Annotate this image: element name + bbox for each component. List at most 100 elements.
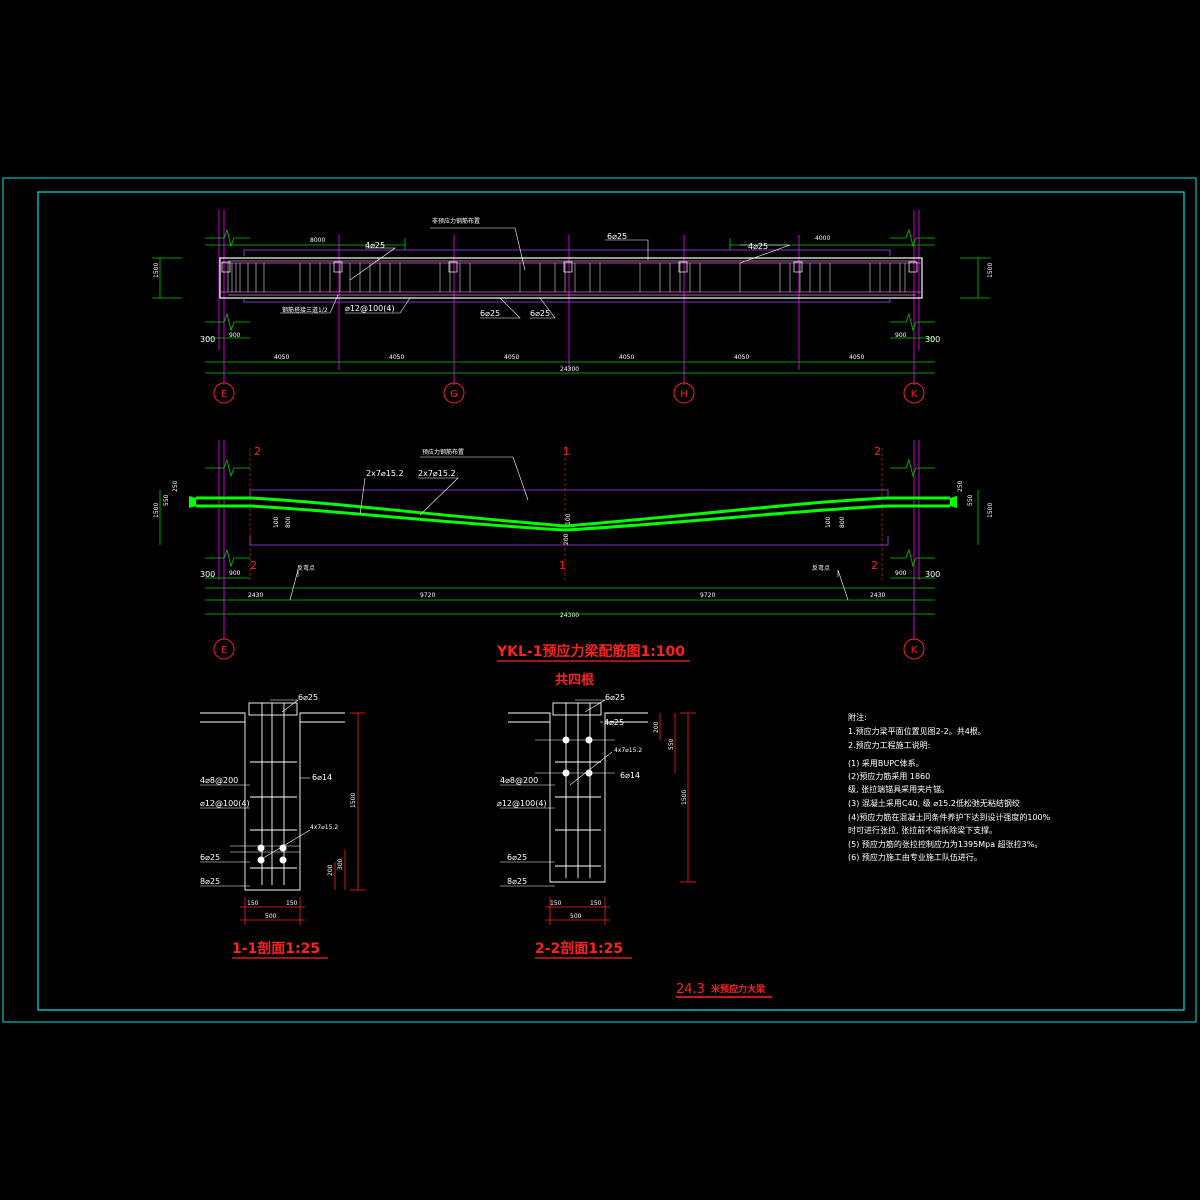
sec1-width-dim-3: 500 <box>265 913 277 920</box>
profile-cable-label-1: 2x7⌀15.2 <box>366 469 404 478</box>
profile-seg-dim-2: 9720 <box>420 592 435 599</box>
sec2-width-dim-3: 500 <box>570 913 582 920</box>
profile-inflect-dim-1: 100 <box>273 516 280 528</box>
note-line-1: 1.预应力梁平面位置见图2-2。共4根。 <box>848 726 986 736</box>
profile-end-dim-2: 900 <box>229 570 241 577</box>
elev-bay-dim-1: 4050 <box>274 354 289 361</box>
elev-bay-dim-6: 4050 <box>849 354 864 361</box>
sec1-low-dim-1: 300 <box>337 858 344 870</box>
elev-label-b: 钢筋搭接三道1/2 <box>282 306 328 314</box>
profile-inflect-dim-3: 100 <box>825 516 832 528</box>
profile-total-dim: 24300 <box>560 612 579 619</box>
sec2-bottom-bars-2: 8⌀25 <box>507 877 527 886</box>
profile-mid-dim-2: 100 <box>565 513 572 525</box>
elev-bay-dim-2: 4050 <box>389 354 404 361</box>
beam-elevation: 1500 1500 8000 4000 4⌀25 4⌀25 6⌀25 非预应力钢… <box>152 210 994 385</box>
grid-axes-bottom: E K <box>213 638 925 660</box>
sec2-tendon: 4x7⌀15.2 <box>614 747 642 754</box>
elev-end-dim-1: 300 <box>200 335 215 344</box>
sec1-bottom-bars-1: 6⌀25 <box>200 853 220 862</box>
notes-block: 附注: 1.预应力梁平面位置见图2-2。共4根。 2.预应力工程施工说明: (1… <box>848 712 1051 862</box>
note-line-7: (4)预应力筋在混凝土同条件养护下达到设计强度的100% <box>848 812 1051 822</box>
note-line-0: 附注: <box>848 712 867 722</box>
note-line-4: (2)预应力筋采用 1860 <box>848 771 930 781</box>
note-line-10: (6) 预应力施工由专业施工队伍进行。 <box>848 852 982 862</box>
profile-left-dim-1: 250 <box>172 480 179 492</box>
axis-label-k-bottom: K <box>911 645 918 656</box>
profile-mid-dim-1: 200 <box>563 533 570 545</box>
note-line-2: 2.预应力工程施工说明: <box>848 740 930 750</box>
profile-right-dim-1: 250 <box>957 480 964 492</box>
profile-end-dim-1: 300 <box>200 570 215 579</box>
sec1-bottom-bars-2: 8⌀25 <box>200 877 220 886</box>
profile-end-dim-4: 300 <box>925 570 940 579</box>
note-line-5: 级, 张拉端锚具采用夹片锚。 <box>848 784 949 794</box>
elev-end-dim-2: 900 <box>229 332 241 339</box>
elev-bay-dim-5: 4050 <box>734 354 749 361</box>
sec1-top-bars: 6⌀25 <box>298 693 318 702</box>
elev-zone-dim-right: 4000 <box>815 235 830 242</box>
sec2-height-dim: 1500 <box>681 790 688 805</box>
profile-seg-dim-3: 9720 <box>700 592 715 599</box>
drawing-name: 24.3 米预应力大梁 <box>676 982 772 998</box>
note-line-9: (5) 预应力筋的张拉控制应力为1395Mpa 超张拉3%。 <box>848 839 1042 849</box>
profile-inflect-dim-2: 800 <box>285 516 292 528</box>
profile-end-dim-3: 900 <box>895 570 907 577</box>
profile-cable-label-2: 2x7⌀15.2 <box>418 469 456 478</box>
section-1-title: 1-1剖面1:25 <box>232 940 320 957</box>
note-line-8: 时可进行张拉, 张拉前不得拆除梁下支撑。 <box>848 825 997 835</box>
elev-bay-dim-4: 4050 <box>619 354 634 361</box>
sec2-top-dim-1: 200 <box>653 721 660 733</box>
section-mark-1-bottom: 1 <box>559 559 566 572</box>
axis-label-h: H <box>680 389 688 400</box>
axis-label-g: G <box>450 389 458 400</box>
elev-zone-dim-left: 8000 <box>310 237 325 244</box>
elev-end-dim-3: 900 <box>895 332 907 339</box>
note-line-3: (1) 采用BUPC体系。 <box>848 758 924 768</box>
elev-height-dim-right: 1500 <box>987 263 994 278</box>
elev-bottom-bar-1: 6⌀25 <box>480 309 500 318</box>
elev-end-dim-4: 300 <box>925 335 940 344</box>
inner-frame <box>37 191 1185 1011</box>
outer-frame <box>2 177 1197 1023</box>
sec2-stirrup: ⌀12@100(4) <box>497 799 547 808</box>
profile-label-c: 预应力钢筋布置 <box>422 448 464 456</box>
sec1-side-bars: 6⌀14 <box>312 773 332 782</box>
inflection-label-right: 反弯点 <box>812 564 830 572</box>
profile-height-dim-right: 1500 <box>987 503 994 518</box>
count-title: 共四根 <box>555 672 595 688</box>
section-2-title: 2-2剖面1:25 <box>535 940 623 957</box>
elev-top-bar-end-right: 4⌀25 <box>748 242 768 251</box>
grid-axes-top: E G H K <box>213 382 925 404</box>
sec2-top-dim-2: 550 <box>668 738 675 750</box>
sec2-top-bars: 6⌀25 <box>605 693 625 702</box>
elev-bay-dim-3: 4050 <box>504 354 519 361</box>
sec1-height-dim: 1500 <box>350 793 357 808</box>
section-mark-1-top: 1 <box>563 445 570 458</box>
elev-top-bar-end-left: 4⌀25 <box>365 241 385 250</box>
sec1-low-dim-2: 200 <box>327 864 334 876</box>
profile-right-dim-2: 550 <box>967 494 974 506</box>
elev-height-dim-left: 1500 <box>153 263 160 278</box>
section-mark-2-top-left: 2 <box>254 445 261 458</box>
profile-left-dim-2: 550 <box>163 494 170 506</box>
elev-stirrup: ⌀12@100(4) <box>345 304 395 313</box>
section-2-2: 6⌀25 4⌀25 4x7⌀15.2 6⌀14 4⌀8@200 ⌀12@100(… <box>497 693 696 925</box>
drawing-name-text: 米预应力大梁 <box>710 983 766 995</box>
note-line-6: (3) 混凝土采用C40, 级 ⌀15.2低松弛无粘结钢绞 <box>848 798 1020 808</box>
main-title: YKL-1预应力梁配筋图1:100 <box>496 643 685 660</box>
sec2-width-dim-2: 150 <box>590 900 602 907</box>
inflection-label-left: 反弯点 <box>297 564 315 572</box>
sec1-tendon: 4x7⌀15.2 <box>310 824 338 831</box>
sec2-side-bars: 6⌀14 <box>620 771 640 780</box>
sec2-waist-bars: 4⌀8@200 <box>500 776 538 785</box>
drawing-name-num: 24.3 <box>676 982 705 997</box>
sec2-bottom-bars-1: 6⌀25 <box>507 853 527 862</box>
elev-label-a: 非预应力钢筋布置 <box>432 217 480 225</box>
elev-total-dim: 24300 <box>560 366 579 373</box>
tendon-profile: 1500 1500 250 550 250 550 200 100 100 80… <box>153 440 994 640</box>
axis-label-e: E <box>221 389 227 400</box>
section-mark-2-top-right: 2 <box>874 445 881 458</box>
sec1-stirrup: ⌀12@100(4) <box>200 799 250 808</box>
